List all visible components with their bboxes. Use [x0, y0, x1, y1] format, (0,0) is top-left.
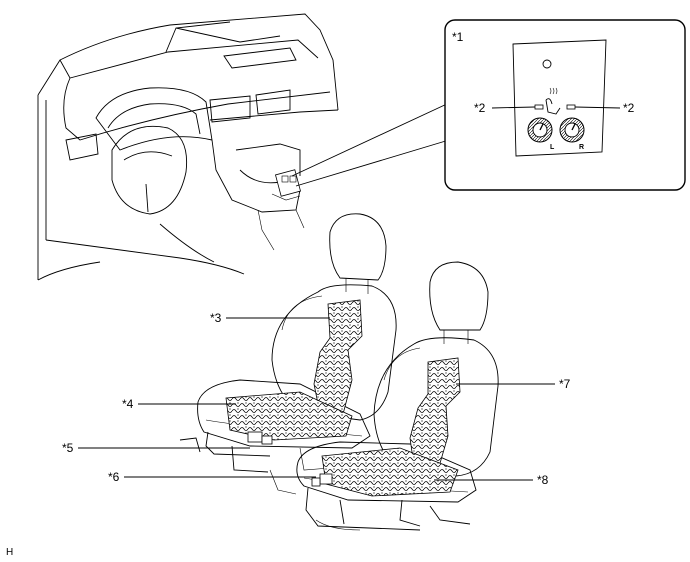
dashboard-illustration [37, 13, 339, 281]
corner-code: H [6, 547, 13, 558]
callout-7: *7 [559, 377, 571, 391]
callout-8: *8 [537, 473, 549, 487]
callout-4: *4 [122, 397, 134, 411]
passenger-seat-illustration [269, 261, 499, 531]
callout-2-left: *2 [474, 101, 486, 115]
callout-leader-lines [78, 317, 555, 481]
callout-6: *6 [108, 470, 120, 484]
seat-heater-symbol-icon [545, 87, 561, 115]
callout-labels: *1 *2 *2 *3 *4 *5 *6 *7 *8 H [6, 30, 635, 558]
driver-seat-illustration [179, 213, 397, 473]
left-knob-letter: L [550, 144, 555, 151]
inset-leader-lines [291, 102, 450, 187]
indicator-lamp-right [566, 104, 576, 110]
callout-2-right: *2 [623, 101, 635, 115]
right-heater-knob[interactable] [559, 117, 585, 143]
switch-inset-panel: L R [444, 19, 686, 191]
callout-3: *3 [210, 311, 222, 325]
right-knob-letter: R [579, 144, 584, 151]
callout-5: *5 [62, 441, 74, 455]
indicator-lamp-left [534, 104, 544, 110]
left-heater-knob[interactable] [527, 117, 553, 143]
callout-1: *1 [452, 30, 464, 44]
